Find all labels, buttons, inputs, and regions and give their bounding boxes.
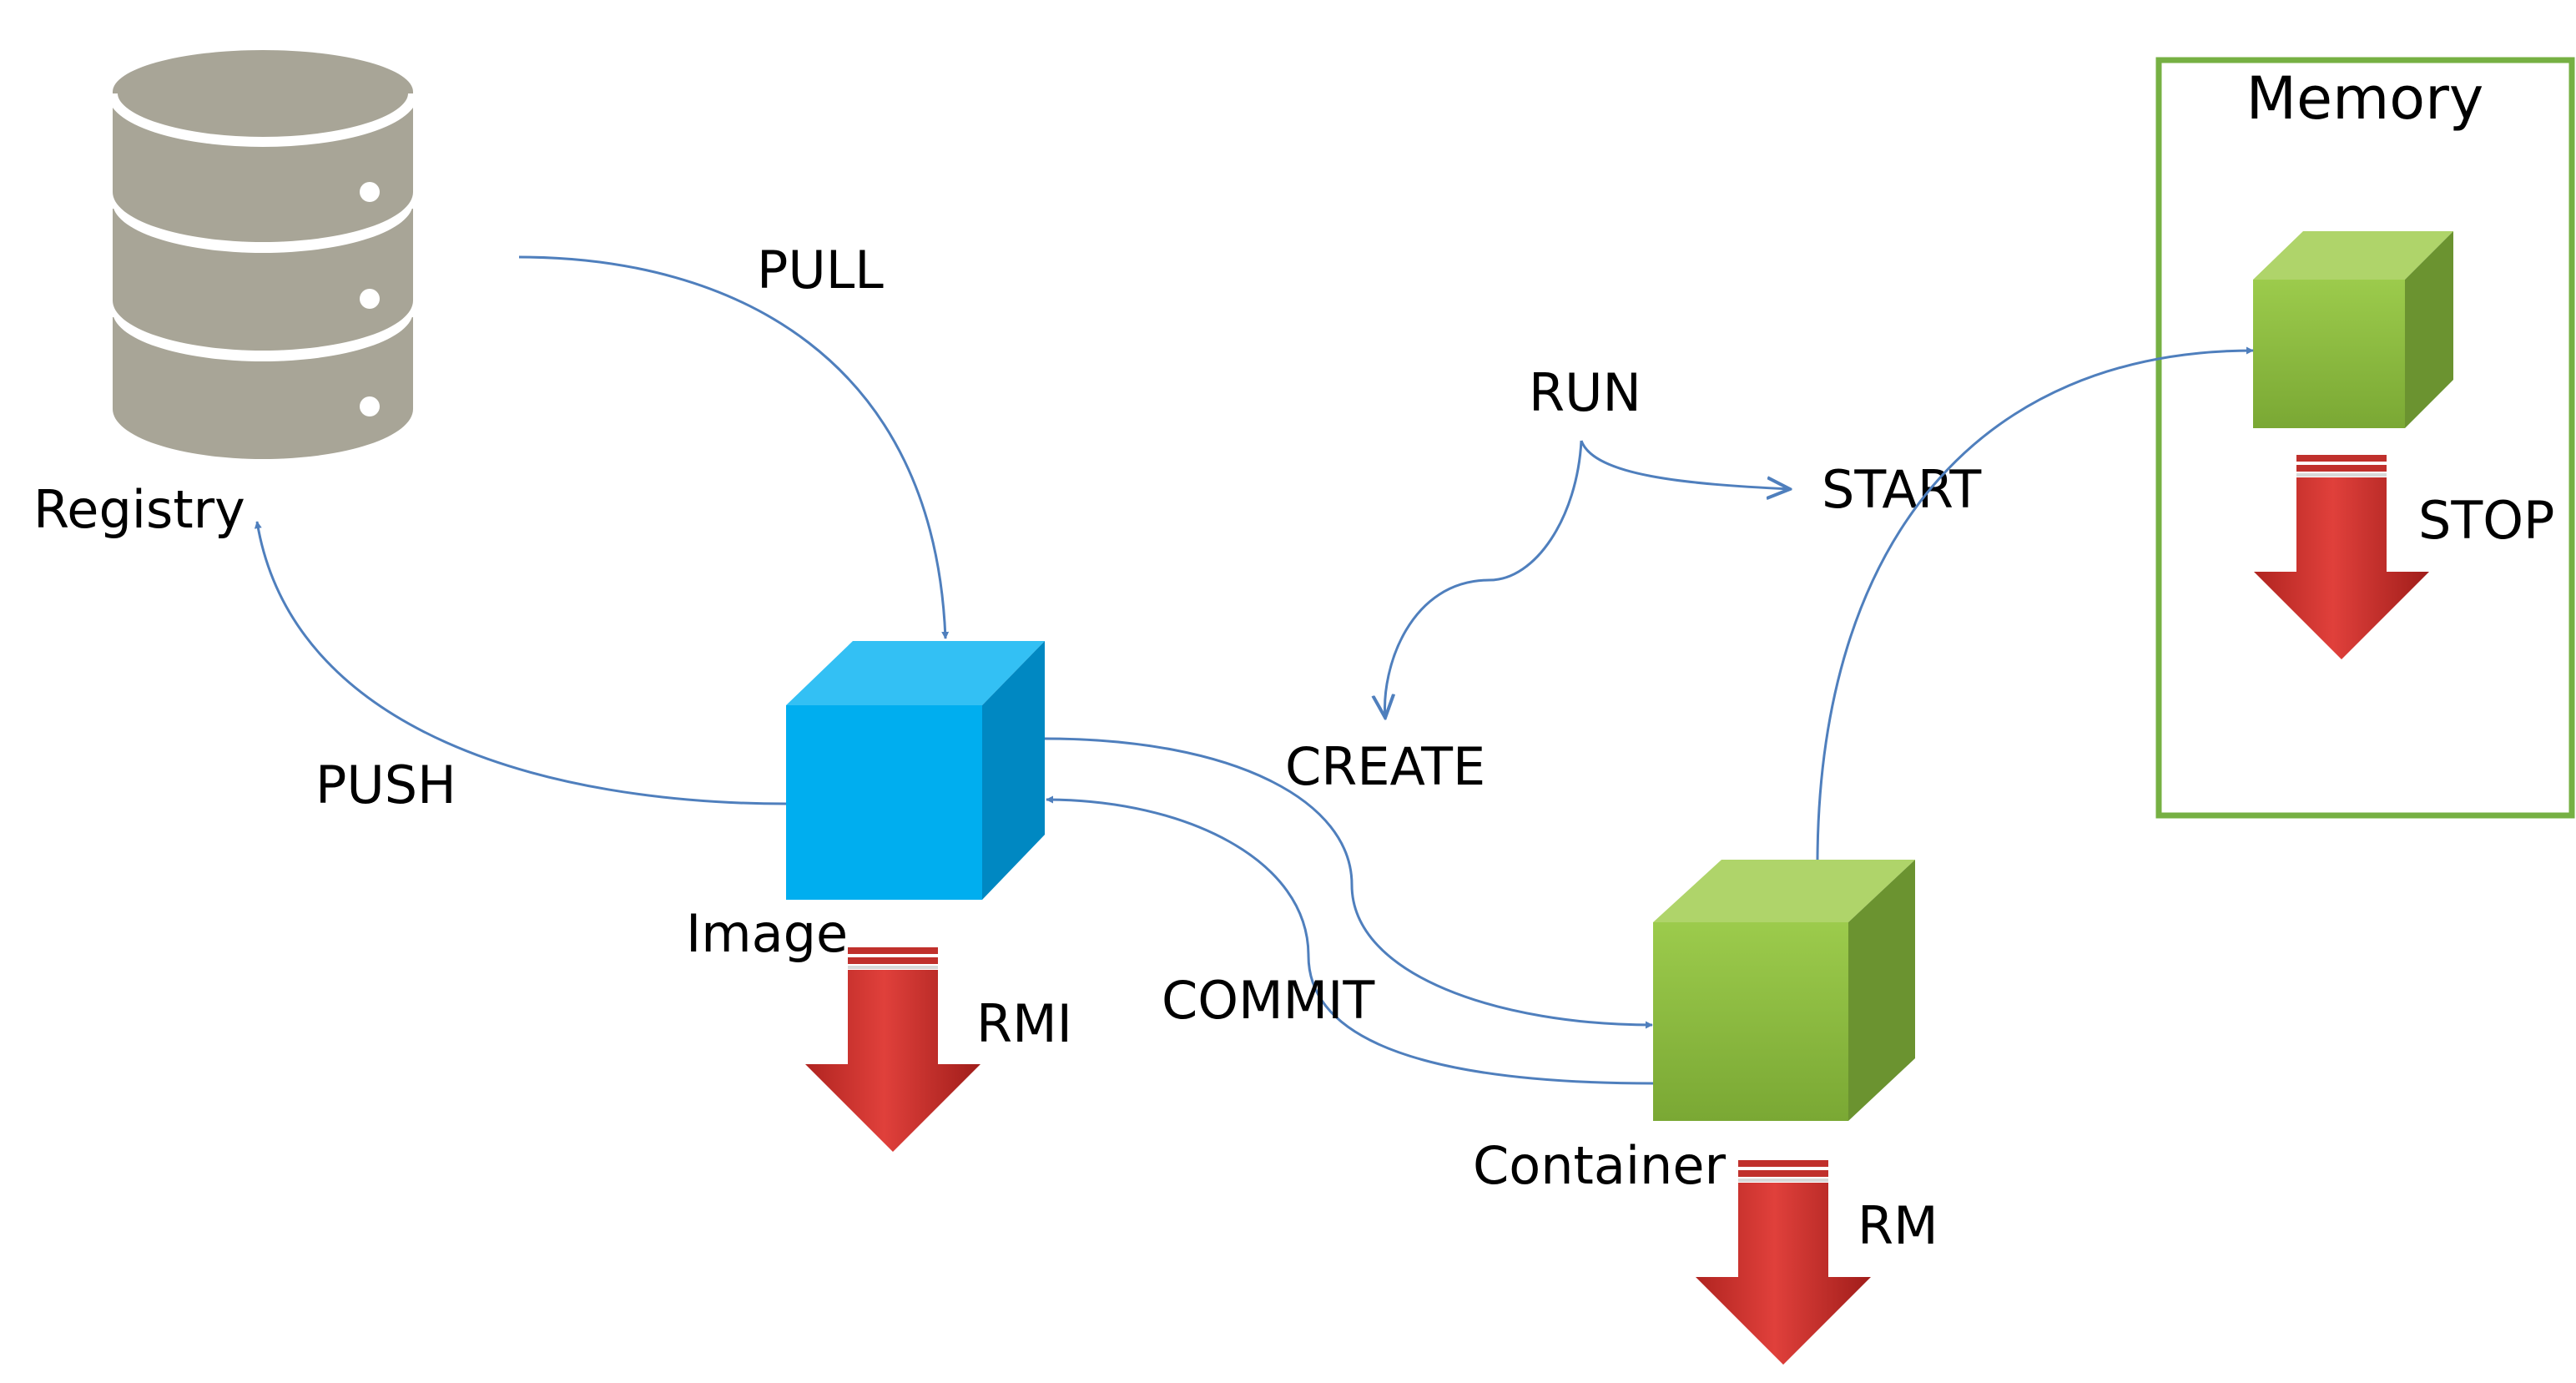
push-label: PUSH — [315, 755, 456, 815]
memory-box — [2155, 57, 2575, 819]
create-arrow — [1044, 737, 1653, 1029]
memory-label: Memory — [2246, 64, 2484, 133]
run-start-arrow — [1580, 440, 1790, 489]
stop-down-arrow-icon — [2254, 455, 2429, 659]
rm-down-arrow-icon — [1696, 1160, 1871, 1365]
container-label: Container — [1473, 1135, 1726, 1196]
run-label: RUN — [1529, 362, 1641, 423]
start-label: START — [1822, 459, 1982, 520]
rmi-down-arrow-icon — [805, 947, 980, 1152]
image-label: Image — [686, 903, 848, 964]
registry-label: Registry — [33, 479, 245, 540]
rm-label: RM — [1858, 1195, 1938, 1256]
registry-icon — [108, 50, 418, 459]
push-arrow — [254, 521, 787, 805]
stop-label: STOP — [2418, 490, 2554, 551]
commit-arrow — [1046, 795, 1654, 1085]
container-cube-icon — [1653, 860, 1915, 1121]
image-cube-icon — [786, 641, 1045, 900]
commit-label: COMMIT — [1162, 970, 1375, 1031]
running-container-cube-icon — [2253, 231, 2453, 428]
start-arrow — [1816, 346, 2254, 861]
pull-arrow — [518, 255, 950, 639]
run-create-arrow — [1385, 440, 1583, 718]
rmi-label: RMI — [976, 993, 1072, 1054]
pull-label: PULL — [757, 240, 884, 300]
create-label: CREATE — [1285, 736, 1485, 797]
